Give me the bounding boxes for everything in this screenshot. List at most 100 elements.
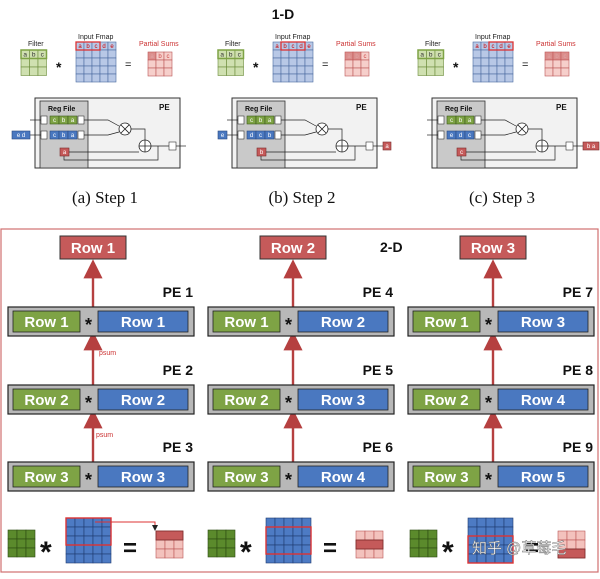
fmap-reg-letter: b bbox=[62, 133, 66, 139]
fmap-letter: e bbox=[307, 44, 311, 50]
mul-symbol: * bbox=[285, 315, 292, 335]
mul-symbol: * bbox=[56, 59, 62, 75]
fmap-letter: b bbox=[283, 44, 287, 50]
filter-active-row bbox=[20, 49, 48, 60]
fmap-letter: e bbox=[507, 44, 511, 50]
mul-symbol: * bbox=[240, 536, 252, 569]
fmap-reg-letter: a bbox=[71, 133, 75, 139]
fmap-label: Input Fmap bbox=[475, 34, 511, 41]
fmap-row-box bbox=[297, 388, 389, 411]
fmap-letter: b bbox=[483, 44, 487, 50]
filter-reg-letter: a bbox=[468, 118, 472, 124]
panel-2d-frame bbox=[0, 228, 599, 573]
filter-reg-letter: b bbox=[459, 118, 463, 124]
eq-symbol: = bbox=[123, 535, 137, 562]
mul-symbol: * bbox=[85, 393, 92, 413]
fmap-row-label: Row 2 bbox=[321, 314, 365, 331]
fmap-letter: d bbox=[499, 44, 502, 50]
psum-arrow-label: psum bbox=[99, 350, 116, 357]
filter-reg-letter: b bbox=[259, 118, 263, 124]
filter-reg-letter: a bbox=[268, 118, 272, 124]
fmap-label: Input Fmap bbox=[275, 34, 311, 41]
pe-label: PE bbox=[159, 103, 170, 112]
filter-row-box bbox=[412, 310, 481, 333]
step-caption: (a) Step 1 bbox=[72, 188, 138, 207]
fmap-reg-letter: c bbox=[259, 133, 262, 139]
filter-reg-letter: c bbox=[450, 118, 453, 124]
output-row-box bbox=[459, 235, 527, 260]
psum-filled bbox=[148, 52, 156, 60]
mul-symbol: * bbox=[285, 470, 292, 490]
psum-letter: b bbox=[158, 54, 162, 60]
filter-row-box bbox=[12, 388, 81, 411]
output-row-highlight bbox=[557, 548, 586, 559]
watermark-text: 知乎 @草莓毛 bbox=[472, 540, 566, 557]
filter-reg-letter: c bbox=[53, 118, 56, 124]
psum-reg-letter: c bbox=[460, 150, 463, 156]
fmap-window bbox=[467, 535, 514, 564]
psum-filled bbox=[345, 52, 361, 60]
psum-letter: c bbox=[364, 54, 367, 60]
pe-name: PE 9 bbox=[563, 439, 594, 455]
pe-name: PE 7 bbox=[563, 284, 594, 300]
fmap-window bbox=[75, 41, 101, 51]
fmap-grid bbox=[467, 517, 514, 564]
filter-active-row bbox=[417, 49, 445, 60]
pe-name: PE 2 bbox=[163, 362, 194, 378]
psum-reg-letter: a bbox=[63, 150, 67, 156]
filter-grid bbox=[409, 529, 438, 558]
fmap-row-box bbox=[97, 310, 189, 333]
fmap-row-label: Row 1 bbox=[121, 314, 165, 331]
fmap-row-label: Row 3 bbox=[321, 392, 365, 409]
fmap-reg-letter: c bbox=[53, 133, 56, 139]
fmap-letter: e bbox=[110, 44, 114, 50]
psum-arrow-label: psum bbox=[96, 432, 113, 439]
filter-row-label: Row 2 bbox=[224, 392, 268, 409]
filter-row-label: Row 1 bbox=[424, 314, 468, 331]
filter-grid bbox=[20, 49, 47, 76]
filter-grid bbox=[207, 529, 236, 558]
mul-symbol: * bbox=[85, 315, 92, 335]
filter-row-label: Row 1 bbox=[224, 314, 268, 331]
filter-row-box bbox=[12, 310, 81, 333]
filter-row-label: Row 1 bbox=[24, 314, 68, 331]
filter-row-box bbox=[212, 388, 281, 411]
fmap-row-box bbox=[297, 310, 389, 333]
fmap-row-box bbox=[97, 465, 189, 488]
fmap-grid bbox=[75, 41, 117, 83]
output-row-label: Row 3 bbox=[471, 240, 515, 257]
fmap-row-box bbox=[497, 388, 589, 411]
mul-symbol: * bbox=[253, 59, 259, 75]
eq-symbol: = bbox=[322, 59, 328, 71]
equation-1: *= bbox=[7, 517, 184, 569]
fmap-row-label: Row 4 bbox=[321, 469, 366, 486]
fmap-letter: a bbox=[275, 44, 279, 50]
input-queue-letters: e d bbox=[17, 133, 25, 139]
pe-name: PE 8 bbox=[563, 362, 594, 378]
output-row-highlight bbox=[355, 539, 384, 550]
filter-letter: b bbox=[429, 52, 433, 59]
fmap-letter: d bbox=[299, 44, 302, 50]
filter-letter: a bbox=[220, 52, 224, 59]
fmap-letter: c bbox=[292, 44, 295, 50]
filter-reg-letter: a bbox=[71, 118, 75, 124]
filter-row-label: Row 3 bbox=[24, 469, 68, 486]
psum-filled bbox=[545, 52, 569, 60]
mul-symbol: * bbox=[40, 536, 52, 569]
filter-letter: a bbox=[420, 52, 424, 59]
psum-reg-letter: b bbox=[260, 150, 264, 156]
output-queue-letters: a bbox=[385, 144, 389, 150]
mul-symbol: * bbox=[485, 315, 492, 335]
input-queue-letters: e bbox=[221, 133, 225, 139]
